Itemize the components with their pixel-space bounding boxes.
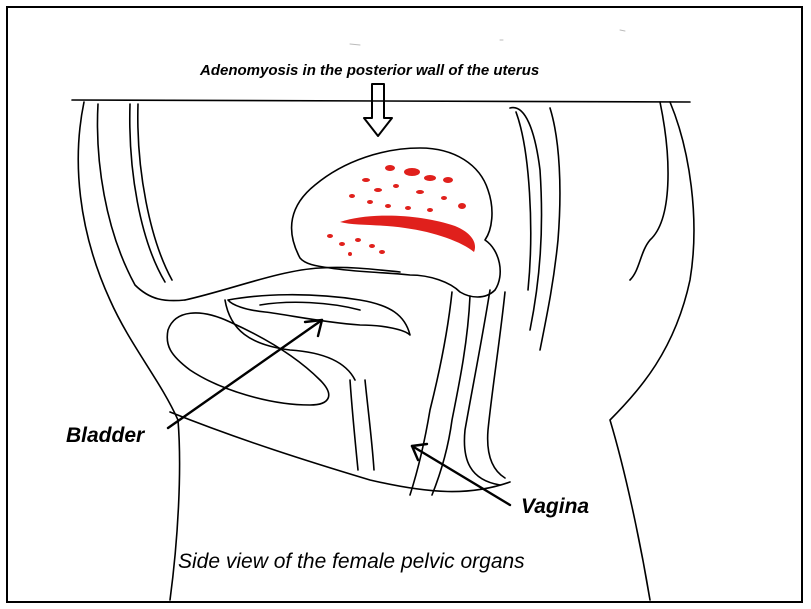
left-body-outline [78,102,179,600]
pointer-arrow-icon [412,444,510,505]
pointer-arrow-icon [168,320,322,428]
left-abdominal-wall [97,104,185,301]
cervix-right [432,296,470,495]
faint-marks [350,30,625,45]
right-spine-outer [630,102,668,280]
cervix-left [410,292,452,495]
right-spine-inner [510,108,542,330]
left-abdominal-wall-inner-2 [138,104,172,280]
urethra-right [365,380,374,470]
right-rectum-wall [540,108,560,350]
top-border-line [72,100,690,102]
pelvic-floor-line [170,412,510,492]
left-abdominal-wall-inner [130,104,165,282]
rectum-front [464,290,500,485]
bladder-inner [260,302,360,310]
right-body-outline [610,102,694,600]
right-spine-inner-2 [516,112,531,290]
vagina-label: Vagina [521,495,589,519]
pubic-bone [167,313,329,405]
diagram-caption: Side view of the female pelvic organs [178,550,525,574]
down-arrow-icon [364,84,392,136]
bladder-lower [225,300,355,380]
diagram-title: Adenomyosis in the posterior wall of the… [200,62,539,79]
adenomyosis-lesions [327,165,475,256]
rectum-back [488,292,505,478]
urethra-left [350,380,358,470]
bladder-label: Bladder [66,424,144,448]
